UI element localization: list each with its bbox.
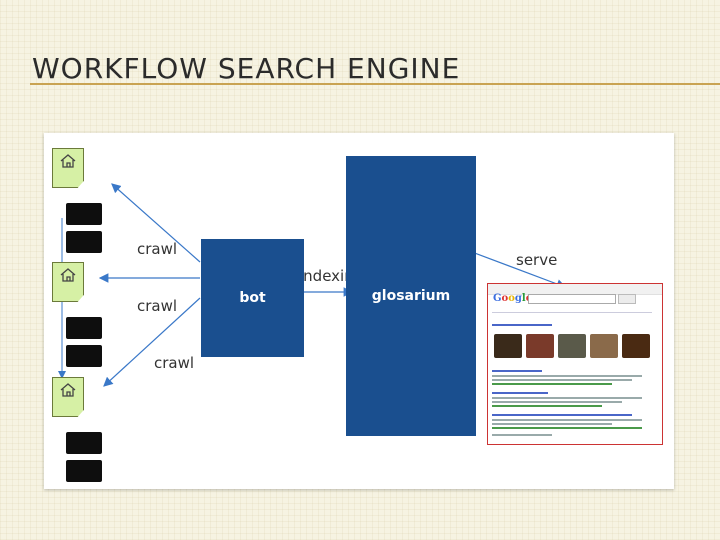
database-icon — [66, 203, 102, 225]
crawl-arrow-3 — [103, 297, 201, 387]
crawl-arrow-1 — [111, 183, 201, 263]
bot-box: bot — [201, 239, 304, 357]
house-icon — [60, 154, 76, 168]
crawl-label-2: crawl — [137, 297, 178, 315]
database-icon — [66, 460, 102, 482]
title-underline — [30, 83, 720, 85]
database-icon — [66, 345, 102, 367]
crawl-label-3: crawl — [154, 354, 195, 372]
website-page-3 — [52, 377, 84, 417]
database-icon — [66, 432, 102, 454]
slide-title: WORKFLOW SEARCH ENGINE — [32, 52, 461, 85]
house-icon — [60, 383, 76, 397]
house-icon — [60, 268, 76, 282]
crawl-label-1: crawl — [137, 240, 178, 258]
website-page-2 — [52, 262, 84, 302]
glosarium-box: glosarium — [346, 156, 476, 436]
database-icon — [66, 317, 102, 339]
google-results-thumbnail: Google — [487, 283, 663, 445]
serve-label: serve — [516, 251, 558, 269]
google-logo: Google — [493, 293, 532, 304]
website-page-1 — [52, 148, 84, 188]
database-icon — [66, 231, 102, 253]
